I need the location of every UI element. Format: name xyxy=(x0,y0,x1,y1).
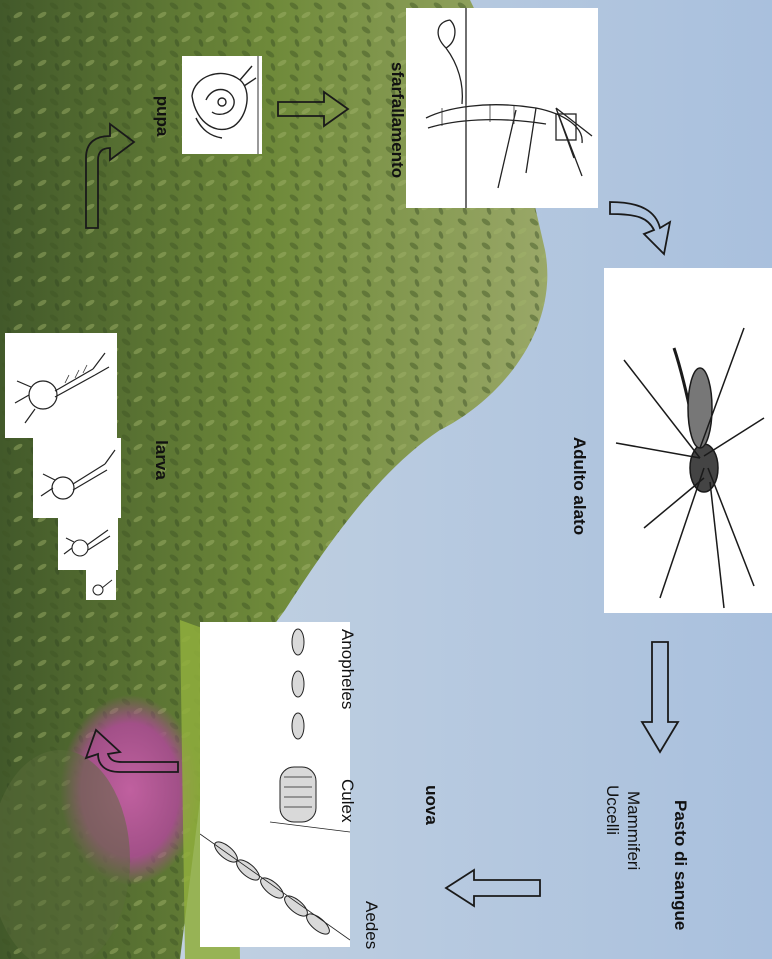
pupa-drawing xyxy=(182,56,262,154)
stage-label-larva: larva xyxy=(149,430,173,490)
larva-drawing-4 xyxy=(86,570,116,600)
stage-label-adult: Adulto alato xyxy=(567,426,591,546)
stage-label-eggs: uova xyxy=(419,775,443,835)
arrow-blood-meal-to-eggs xyxy=(444,868,542,908)
pupa-illustration xyxy=(182,56,262,154)
stage-label-blood-meal: Pasto di sangue xyxy=(669,800,691,959)
egg-label-culex: Culex xyxy=(337,779,357,859)
larva-drawing-2 xyxy=(33,438,121,518)
arrow-emergence-to-adult xyxy=(608,196,684,260)
emergence-drawing xyxy=(406,8,598,208)
larva-illustration-4 xyxy=(86,570,116,600)
eggs-drawing xyxy=(200,622,350,947)
stage-label-pupa: pupa xyxy=(150,81,174,151)
emergence-illustration xyxy=(406,8,598,208)
larva-drawing-1 xyxy=(5,333,117,438)
larva-illustration-1 xyxy=(5,333,117,438)
arrow-larva-to-pupa xyxy=(82,118,136,230)
egg-label-anopheles: Anopheles xyxy=(337,629,357,739)
host-label-birds: Uccelli xyxy=(602,785,622,895)
eggs-illustration xyxy=(200,622,350,947)
arrow-eggs-to-larva xyxy=(80,728,180,784)
adult-mosquito-illustration xyxy=(604,268,772,613)
larva-drawing-3 xyxy=(58,510,118,570)
larva-illustration-2 xyxy=(33,438,121,518)
larva-illustration-3 xyxy=(58,510,118,570)
arrow-pupa-to-emergence xyxy=(278,90,352,128)
stage-label-emergence: sfarfallamento xyxy=(385,45,409,195)
host-label-mammals: Mammiferi xyxy=(623,791,643,901)
egg-label-aedes: Aedes xyxy=(361,901,381,959)
adult-mosquito-drawing xyxy=(604,268,772,613)
arrow-adult-to-blood-meal xyxy=(640,642,680,754)
